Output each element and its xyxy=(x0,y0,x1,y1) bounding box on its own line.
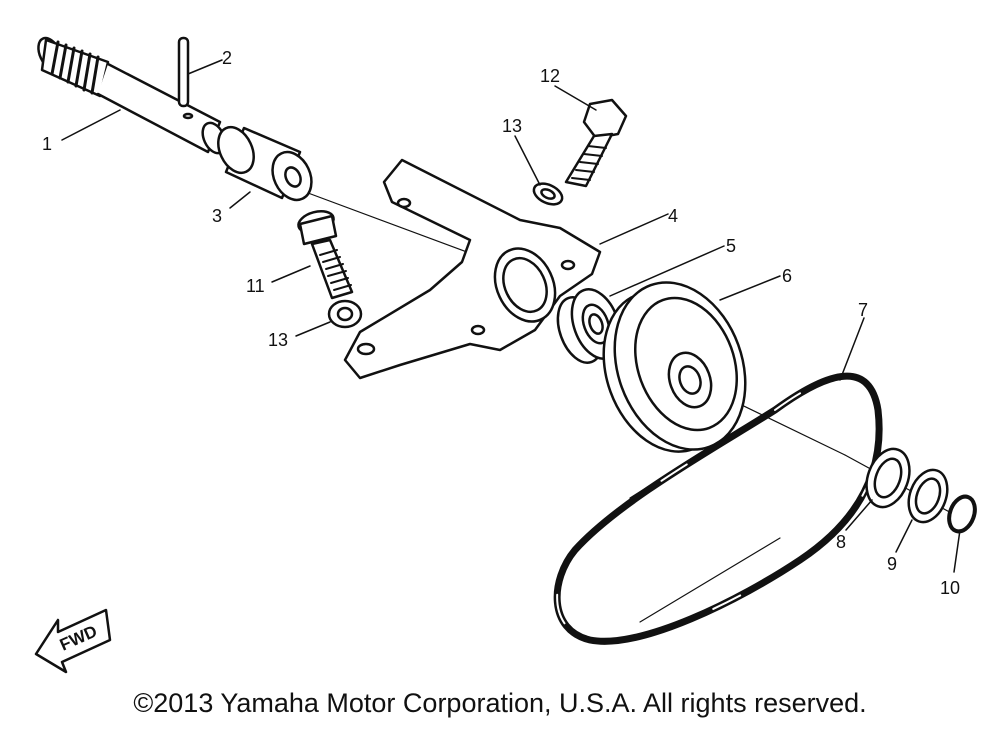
shaft-part-1 xyxy=(37,36,227,155)
washer-part-8 xyxy=(865,447,911,509)
callout-part-7: 7 xyxy=(858,300,868,320)
washer-part-13-lower xyxy=(327,299,363,329)
callout-part-2: 2 xyxy=(222,48,232,68)
callout-part-12: 12 xyxy=(540,66,560,86)
callout-part-13-upper: 13 xyxy=(502,116,522,136)
callout-part-11: 11 xyxy=(246,276,265,296)
parts-diagram: 1 2 3 4 5 6 7 8 9 10 11 12 13 13 FWD xyxy=(34,36,977,674)
callout-part-13-lower: 13 xyxy=(268,330,288,350)
fwd-arrow-icon: FWD xyxy=(34,608,112,674)
callout-part-10: 10 xyxy=(940,578,960,598)
callout-part-8: 8 xyxy=(836,532,846,552)
callout-part-3: 3 xyxy=(212,206,222,226)
callout-part-5: 5 xyxy=(726,236,736,256)
tensioner-arm-part-4 xyxy=(343,158,602,380)
washer-part-13-upper xyxy=(532,182,564,206)
callout-part-4: 4 xyxy=(668,206,678,226)
washer-part-9 xyxy=(907,468,949,524)
leader-lines xyxy=(61,59,961,573)
copyright-notice: ©2013 Yamaha Motor Corporation, U.S.A. A… xyxy=(133,688,867,718)
bolt-part-11 xyxy=(297,210,354,300)
v-belt-part-7 xyxy=(553,372,883,645)
pin-part-2 xyxy=(177,36,190,108)
bolt-part-12 xyxy=(564,98,628,188)
callout-part-9: 9 xyxy=(887,554,897,574)
callout-part-6: 6 xyxy=(782,266,792,286)
pulley-part-6 xyxy=(602,281,747,453)
callouts: 1 2 3 4 5 6 7 8 9 10 11 12 13 13 xyxy=(42,48,960,598)
bushing-part-3 xyxy=(217,125,313,202)
callout-part-1: 1 xyxy=(42,134,52,154)
circlip-part-10 xyxy=(947,494,977,534)
